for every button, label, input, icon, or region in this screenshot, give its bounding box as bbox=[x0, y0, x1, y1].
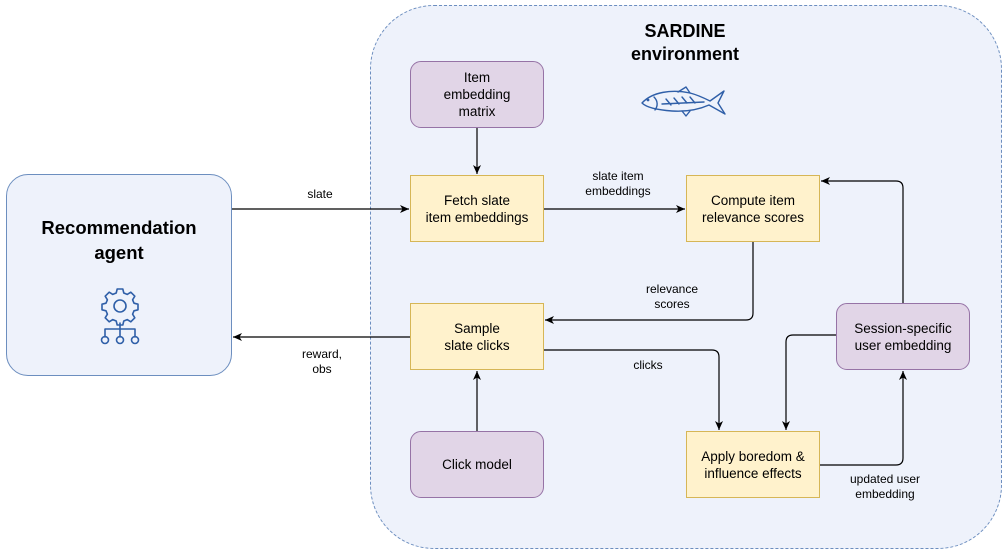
session-embedding-node: Session-specific user embedding bbox=[836, 303, 970, 370]
edge-label-slate-item-embeddings: slate item embeddings bbox=[568, 169, 668, 199]
edge-label-text: scores bbox=[654, 297, 690, 311]
edge-label-reward-obs: reward, obs bbox=[282, 347, 362, 377]
node-label: Sample bbox=[454, 320, 500, 336]
edge-label-text: reward, bbox=[301, 347, 342, 361]
node-label: Apply boredom & bbox=[701, 448, 805, 464]
agent-title: Recommendation agent bbox=[7, 215, 231, 265]
edge-sample-to-boredom bbox=[544, 349, 723, 430]
agent-title-line2: agent bbox=[94, 242, 144, 263]
node-label: embedding bbox=[443, 87, 511, 102]
node-label: influence effects bbox=[704, 465, 802, 481]
edge-label-clicks: clicks bbox=[618, 358, 678, 373]
environment-title-line2: environment bbox=[630, 44, 740, 64]
edge-label-text: embeddings bbox=[585, 184, 651, 198]
edge-compute-to-sample bbox=[545, 242, 754, 324]
node-label: relevance scores bbox=[701, 209, 805, 225]
edge-label-slate: slate bbox=[300, 187, 340, 202]
edge-boredom-to-session bbox=[820, 371, 907, 466]
edge-label-relevance-scores: relevance scores bbox=[622, 282, 722, 312]
edge-session-to-boredom bbox=[782, 334, 836, 430]
environment-title: SARDINE environment bbox=[560, 20, 810, 66]
edge-label-updated-user-embedding: updated user embedding bbox=[830, 472, 940, 502]
edge-session-to-compute bbox=[821, 177, 904, 303]
hierarchy-gear-icon bbox=[100, 288, 140, 345]
node-label: Compute item bbox=[710, 192, 796, 208]
compute-relevance-node: Compute item relevance scores bbox=[686, 175, 820, 242]
node-label: item embeddings bbox=[425, 209, 529, 225]
node-label: Fetch slate bbox=[443, 192, 511, 208]
node-label: Session-specific bbox=[854, 320, 952, 336]
sardine-fish-icon bbox=[641, 86, 726, 117]
edge-label-text: updated user bbox=[849, 472, 921, 486]
edge-label-text: slate bbox=[307, 187, 333, 201]
environment-title-line1: SARDINE bbox=[644, 21, 726, 41]
item-embedding-matrix-node: Item embedding matrix bbox=[410, 61, 544, 128]
node-label: Item bbox=[463, 70, 491, 85]
sample-clicks-node: Sample slate clicks bbox=[410, 303, 544, 370]
edge-label-text: embedding bbox=[855, 487, 915, 501]
edge-label-text: obs bbox=[312, 362, 332, 376]
node-label: user embedding bbox=[854, 337, 952, 353]
boredom-effects-node: Apply boredom & influence effects bbox=[686, 431, 820, 498]
edge-label-text: slate item bbox=[592, 169, 644, 183]
edge-label-text: relevance bbox=[645, 282, 699, 296]
recommendation-agent-box: Recommendation agent bbox=[6, 174, 232, 376]
click-model-node: Click model bbox=[410, 431, 544, 498]
edge-label-text: clicks bbox=[633, 358, 663, 372]
node-label: matrix bbox=[458, 104, 496, 119]
node-label: slate clicks bbox=[444, 337, 510, 353]
node-label: Click model bbox=[442, 457, 512, 472]
fetch-slate-node: Fetch slate item embeddings bbox=[410, 175, 544, 242]
agent-title-line1: Recommendation bbox=[41, 217, 197, 238]
